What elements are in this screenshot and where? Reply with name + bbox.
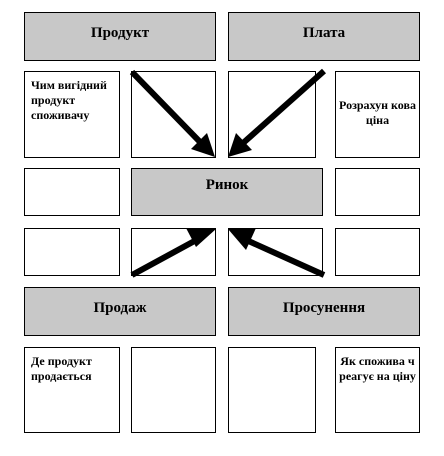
header-price-label: Плата [302,25,346,41]
cell-r3-c1 [24,168,120,216]
arrow-price-to-market [228,68,326,157]
cell-r3-c4 [335,168,420,216]
arrow-place-to-market [130,228,216,278]
header-promotion: Просунення [228,287,420,336]
note-place: Де продукт продається [24,347,120,433]
arrow-product-to-market [129,69,215,157]
header-place: Продаж [24,287,216,336]
note-place-text: Де продукт продається [31,354,92,383]
market-box: Ринок [131,168,323,216]
cell-r6-c2 [131,347,216,433]
cell-r6-c3 [228,347,316,433]
note-promotion: Як спожива ч реагує на ціну [335,347,420,433]
header-price: Плата [228,12,420,61]
note-product-text: Чим вигідний продукт споживачу [31,78,107,122]
header-product: Продукт [24,12,216,61]
arrow-promotion-to-market [228,228,326,278]
note-promotion-text: Як спожива ч реагує на ціну [339,354,416,383]
note-product: Чим вигідний продукт споживачу [24,71,120,158]
note-price-text: Розрахун кова ціна [339,98,416,127]
note-price: Розрахун кова ціна [335,71,420,158]
header-place-label: Продаж [93,300,147,316]
cell-r4-c4 [335,228,420,276]
header-promotion-label: Просунення [282,300,366,316]
header-product-label: Продукт [90,25,150,41]
cell-r4-c1 [24,228,120,276]
market-label: Ринок [205,177,249,193]
